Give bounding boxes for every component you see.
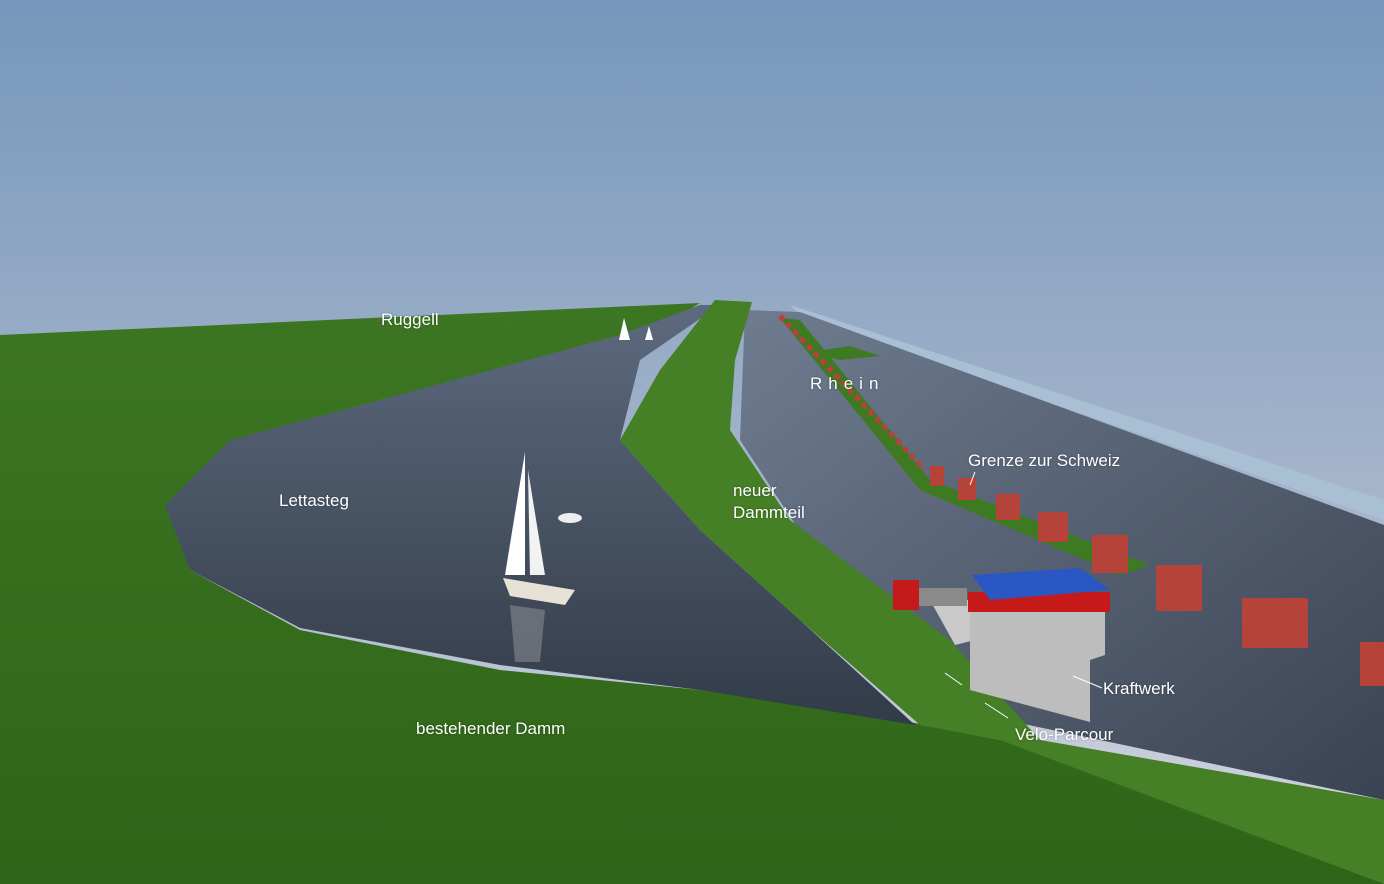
label-grenze: Grenze zur Schweiz <box>968 451 1121 470</box>
rhine-bank <box>790 305 1384 520</box>
border-walls <box>778 314 1384 686</box>
label-ruggell: Ruggell <box>381 310 439 329</box>
truck-cab <box>893 580 919 610</box>
island <box>810 346 880 360</box>
existing-dam-grass <box>0 303 1384 884</box>
plant-base <box>970 612 1105 722</box>
motorboat <box>558 513 582 523</box>
label-kraftwerk: Kraftwerk <box>1103 679 1175 698</box>
pointer-lines <box>944 471 1103 719</box>
new-dam-grass <box>620 300 1384 884</box>
sailboat <box>503 452 575 662</box>
plant-ramp <box>930 600 975 645</box>
lake-water <box>165 305 915 725</box>
truck-bed <box>919 588 967 606</box>
label-rhein: Rhein <box>810 374 885 393</box>
label-neuer-dammteil-line2: Dammteil <box>733 503 805 522</box>
border-strip <box>780 318 1150 575</box>
label-bestehender-damm: bestehender Damm <box>416 719 566 738</box>
label-neuer-dammteil-line1: neuer <box>733 481 777 500</box>
plant-roof <box>972 568 1110 600</box>
label-velo-parcour: Velo-Parcour <box>1015 725 1114 744</box>
distant-sailboats <box>619 318 653 340</box>
label-neuer-dammteil: neuer Dammteil <box>733 480 805 524</box>
label-lettasteg: Lettasteg <box>279 491 349 510</box>
